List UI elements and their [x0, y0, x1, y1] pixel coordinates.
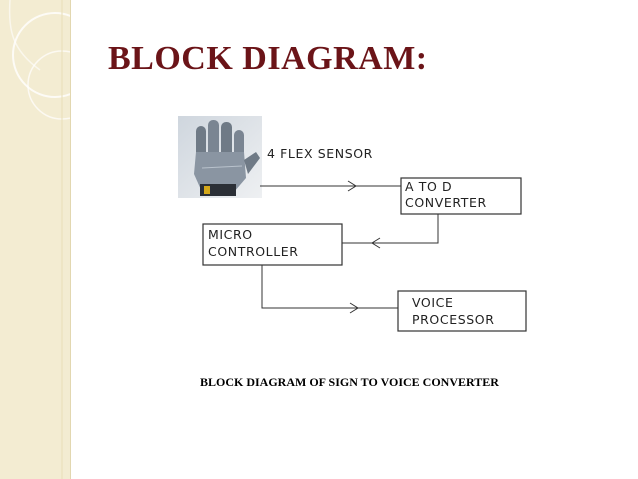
glove-photo: [178, 116, 262, 198]
diagram-caption: BLOCK DIAGRAM OF SIGN TO VOICE CONVERTER: [200, 375, 499, 389]
voice-box: [397, 290, 527, 332]
block-diagram: 4 FLEX SENSOR A TO D CONVERTER MICRO CON…: [176, 112, 546, 337]
sensor-label: 4 FLEX SENSOR: [267, 146, 373, 161]
mcu-label-line2: CONTROLLER: [208, 244, 299, 259]
side-decoration-band: [0, 0, 71, 479]
mcu-label-line1: MICRO: [208, 227, 253, 242]
decorative-swirls: [8, 0, 70, 479]
mcu-box: [202, 223, 343, 266]
slide-title: BLOCK DIAGRAM:: [108, 40, 428, 77]
adc-box: [400, 177, 522, 215]
adc-label-line2: CONVERTER: [405, 195, 487, 210]
voice-label-line1: VOICE: [412, 295, 454, 310]
adc-label-line1: A TO D: [405, 179, 453, 194]
voice-label-line2: PROCESSOR: [412, 312, 495, 327]
